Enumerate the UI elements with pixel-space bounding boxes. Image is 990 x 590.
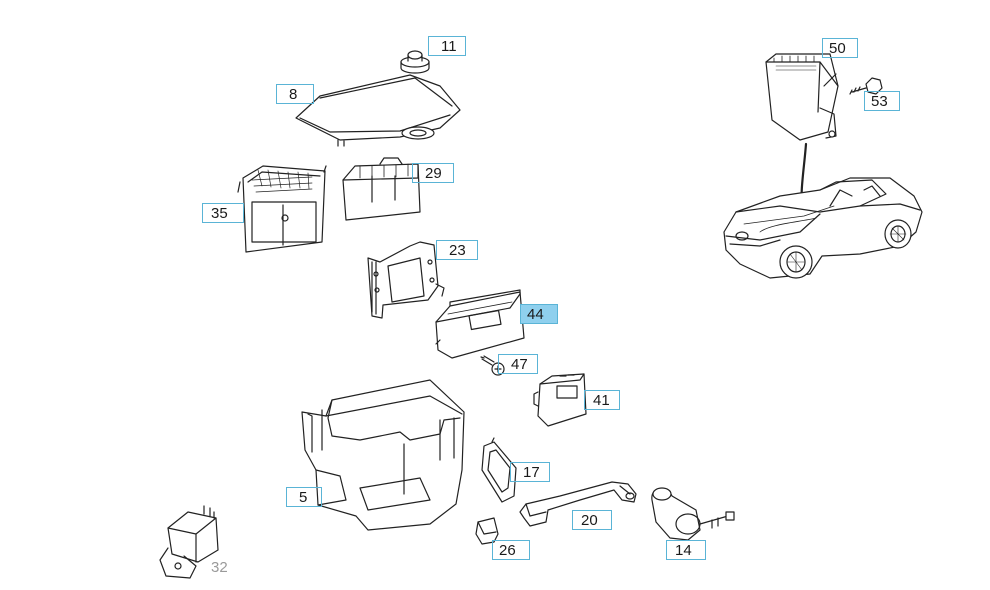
callout-41[interactable]: 41 [584,390,620,410]
car-illustration [723,177,923,279]
callout-14[interactable]: 14 [666,540,706,560]
callout-32: 32 [211,559,228,576]
part-20-duct [519,481,637,527]
part-29-relay-box [342,157,421,221]
part-26-cap [475,517,499,545]
callout-23[interactable]: 23 [436,240,478,260]
callout-20[interactable]: 20 [572,510,612,530]
callout-35[interactable]: 35 [202,203,244,223]
part-23-bracket [367,241,445,319]
part-50-module [765,53,839,141]
part-32-relay [159,505,219,579]
part-41-module [533,373,587,427]
part-17-gasket [481,437,517,503]
callout-26[interactable]: 26 [492,540,530,560]
part-35-module-plate [237,165,327,253]
callout-47[interactable]: 47 [498,354,538,374]
callout-8[interactable]: 8 [276,84,314,104]
callout-11[interactable]: 11 [428,36,466,56]
callout-50[interactable]: 50 [822,38,858,58]
callout-53[interactable]: 53 [864,91,900,111]
part-53-bolt [849,77,883,95]
callout-17[interactable]: 17 [510,462,550,482]
part-44-control-unit [435,289,525,359]
part-14-fan-motor [651,487,735,541]
part-8-cover [295,74,461,147]
part-5-housing [301,379,465,531]
callout-5[interactable]: 5 [286,487,322,507]
callout-44[interactable]: 44 [520,304,558,324]
callout-29[interactable]: 29 [412,163,454,183]
part-11-grommet [400,50,430,74]
